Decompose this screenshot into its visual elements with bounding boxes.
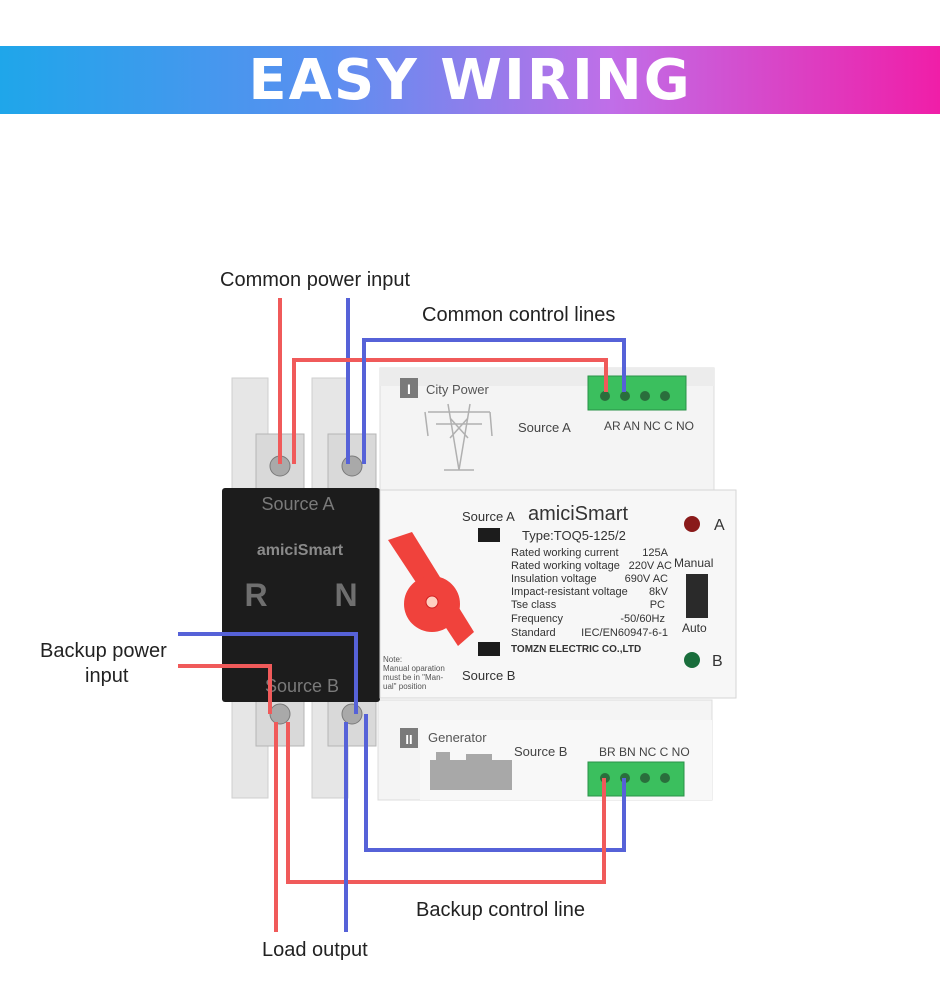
- bottom-terminal-labels: BR BN NC C NO: [599, 745, 690, 759]
- top-roman: I: [407, 381, 411, 397]
- backup-control-red-wire: [286, 722, 606, 884]
- bottom-section-name: Generator: [428, 730, 487, 745]
- banner-title: EASY WIRING: [248, 47, 692, 113]
- bottom-screw-left: [269, 703, 291, 725]
- breaker-label-n: N: [334, 577, 357, 613]
- common-control-red-wire: [292, 358, 608, 464]
- panel-brand: amiciSmart: [528, 503, 628, 525]
- top-roman-box: [400, 378, 418, 398]
- breaker-brand: amiciSmart: [257, 542, 344, 559]
- panel-maker: TOMZN ELECTRIC CO.,LTD: [511, 644, 641, 655]
- manual-auto-switch[interactable]: [686, 574, 708, 618]
- spec-value-2: 690V AC: [625, 573, 668, 585]
- bottom-screw-right: [341, 703, 363, 725]
- top-terminal-screw-4: [660, 391, 670, 401]
- spec-label-5: Frequency: [511, 613, 563, 625]
- indicator-a-lamp: [684, 516, 700, 532]
- label-load-output: Load output: [262, 939, 368, 961]
- spec-table: Rated working current 125A Rated working…: [511, 547, 672, 639]
- spec-value-4: PC: [650, 599, 665, 611]
- spec-value-5: -50/60Hz: [620, 613, 665, 625]
- spec-label-0: Rated working current: [511, 547, 619, 559]
- label-backup-control-line: Backup control line: [416, 899, 585, 921]
- panel-source-b: Source B: [462, 668, 515, 683]
- top-terminal-labels: AR AN NC C NO: [604, 419, 694, 433]
- indicator-b-lamp: [684, 652, 700, 668]
- top-screw-right: [341, 455, 363, 477]
- bottom-roman: II: [405, 732, 412, 747]
- switch-handle[interactable]: [388, 532, 474, 646]
- title-banner: EASY WIRING: [0, 46, 940, 114]
- panel-source-a: Source A: [462, 509, 515, 524]
- indicator-a-label: A: [714, 517, 725, 534]
- spec-value-0: 125A: [642, 547, 668, 559]
- backup-power-blue-wire: [178, 632, 358, 714]
- spec-label-4: Tse class: [511, 599, 557, 611]
- auto-label: Auto: [682, 621, 707, 635]
- note-line-2: must be in "Man-: [383, 673, 444, 682]
- panel-type: Type:TOQ5-125/2: [522, 528, 626, 543]
- source-b-slot: [478, 642, 500, 656]
- breaker-label-r: R: [244, 577, 267, 613]
- bottom-terminal-screw-4: [660, 773, 670, 783]
- spec-value-6: IEC/EN60947-6-1: [581, 627, 668, 639]
- note-line-0: Note:: [383, 655, 402, 664]
- bottom-roman-box: [400, 728, 418, 748]
- top-terminal-screw-2: [620, 391, 630, 401]
- backup-power-red-wire: [178, 664, 272, 714]
- top-terminal-screw-1: [600, 391, 610, 401]
- label-common-control-lines: Common control lines: [422, 304, 616, 326]
- manual-note: Note: Manual oparation must be in "Man- …: [383, 655, 445, 691]
- common-control-blue-wire: [362, 338, 626, 464]
- breaker-source-b: Source B: [265, 676, 339, 696]
- top-section-name: City Power: [426, 382, 490, 397]
- top-terminal-screw-3: [640, 391, 650, 401]
- spec-label-2: Insulation voltage: [511, 573, 597, 585]
- spec-value-1: 220V AC: [629, 560, 672, 572]
- backup-control-blue-wire: [364, 714, 626, 852]
- breaker-source-a: Source A: [261, 494, 334, 514]
- manual-label: Manual: [674, 556, 713, 570]
- label-backup-power-input-line2: input: [85, 665, 129, 687]
- spec-label-6: Standard: [511, 627, 556, 639]
- spec-label-3: Impact-resistant voltage: [511, 586, 628, 598]
- breaker-body: [222, 488, 380, 702]
- note-line-3: ual" position: [383, 682, 426, 691]
- generator-icon: [430, 752, 512, 790]
- indicator-b-label: B: [712, 653, 723, 670]
- label-common-power-input: Common power input: [220, 269, 411, 291]
- top-source-label: Source A: [518, 420, 571, 435]
- bottom-terminal-screw-3: [640, 773, 650, 783]
- label-backup-power-input-line1: Backup power: [40, 640, 167, 662]
- source-a-slot: [478, 528, 500, 542]
- spec-label-1: Rated working voltage: [511, 560, 620, 572]
- spec-value-3: 8kV: [649, 586, 669, 598]
- pylon-icon: [424, 403, 493, 471]
- note-line-1: Manual oparation: [383, 664, 445, 673]
- bottom-source-label: Source B: [514, 744, 567, 759]
